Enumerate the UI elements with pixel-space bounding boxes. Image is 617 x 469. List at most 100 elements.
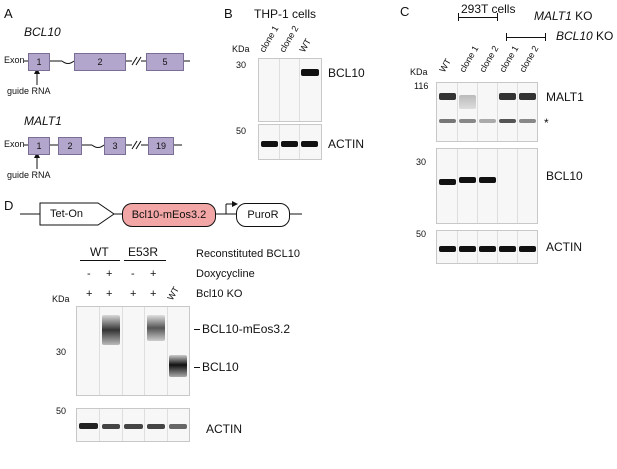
band-label-b-actin: ACTIN <box>328 137 364 151</box>
dox-sign-2: + <box>106 268 113 280</box>
construct-promoter: Tet-On <box>50 208 84 220</box>
band-label-d-fusion: BCL10-mEos3.2 <box>202 322 291 336</box>
band-c-bcl10-1 <box>439 179 456 185</box>
pointer-bcl10 <box>194 367 200 368</box>
blot-c-bottom <box>436 230 538 264</box>
panel-b-title: THP-1 cells <box>254 7 317 21</box>
band-c-bcl10-3 <box>479 177 496 183</box>
marker-30-d: 30 <box>56 347 67 357</box>
panel-c-title: 293T cells <box>461 2 516 16</box>
band-c-star-2 <box>459 119 476 123</box>
ko-sign-1: + <box>86 288 93 300</box>
band-d-actin-3 <box>124 424 143 429</box>
group-label-wt: WT <box>90 245 109 259</box>
group-underline-e53r <box>124 260 166 261</box>
kda-label-c: KDa <box>410 67 428 77</box>
guide-rna-label-bcl10: guide RNA <box>7 86 51 96</box>
group-label-e53r: E53R <box>128 245 159 259</box>
band-c-actin-5 <box>519 246 536 252</box>
pointer-fusion <box>194 329 200 330</box>
band-b-actin-3 <box>301 141 318 147</box>
blot-b-bottom <box>258 124 322 160</box>
dox-sign-1: - <box>87 268 91 280</box>
exon-label-bcl10: Exon <box>4 55 25 65</box>
exon-box-malt1-3: 3 <box>104 137 126 155</box>
group-underline-wt <box>80 260 120 261</box>
band-d-bcl10-wt <box>169 355 187 377</box>
dox-sign-3: - <box>131 268 135 280</box>
band-b-bcl10-wt <box>301 69 319 76</box>
ko-sign-2: + <box>106 288 113 300</box>
band-label-d-actin: ACTIN <box>206 422 242 436</box>
band-b-actin-1 <box>261 141 278 147</box>
blot-c-top <box>436 82 538 142</box>
ko-sign-4: + <box>150 288 157 300</box>
exon-box-bcl10-5: 5 <box>146 53 184 71</box>
band-label-c-bcl10: BCL10 <box>546 169 583 183</box>
construct-marker-box: PuroR <box>236 203 290 227</box>
panel-label-a: A <box>4 6 13 21</box>
band-c-star-4 <box>499 119 516 123</box>
exon-box-bcl10-2: 2 <box>74 53 126 71</box>
blot-b-top <box>258 58 322 122</box>
ko-label-malt1: MALT1 KO <box>534 9 593 23</box>
band-c-actin-1 <box>439 246 456 252</box>
exon-box-malt1-19: 19 <box>148 137 174 155</box>
kda-label-b: KDa <box>232 44 250 54</box>
band-label-d-bcl10: BCL10 <box>202 360 239 374</box>
band-c-star-3 <box>479 119 496 123</box>
bracket-malt1-right <box>497 13 498 21</box>
band-label-c-actin: ACTIN <box>546 240 582 254</box>
gene-name-malt1: MALT1 <box>24 114 62 128</box>
exon-box-bcl10-1: 1 <box>28 53 50 71</box>
exon-box-malt1-1: 1 <box>28 137 50 155</box>
panel-label-b: B <box>224 6 233 21</box>
bracket-malt1-ko <box>458 17 498 18</box>
band-label-c-star: * <box>544 116 549 130</box>
bracket-malt1-left <box>458 13 459 21</box>
ko-sign-3: + <box>130 288 137 300</box>
band-c-malt1-4 <box>499 93 516 100</box>
row-label-doxycycline: Doxycycline <box>196 268 255 280</box>
row-label-reconstituted: Reconstituted BCL10 <box>196 248 300 260</box>
band-c-malt1-2 <box>459 95 476 109</box>
marker-50-b: 50 <box>236 126 247 136</box>
dox-sign-4: + <box>150 268 157 280</box>
bracket-bcl10-left <box>506 33 507 41</box>
band-b-actin-2 <box>281 141 298 147</box>
marker-50-c: 50 <box>416 229 427 239</box>
kda-label-d: KDa <box>52 294 70 304</box>
band-c-actin-2 <box>459 246 476 252</box>
band-d-actin-5 <box>169 424 187 429</box>
construct-gene-box: Bcl10-mEos3.2 <box>122 203 216 227</box>
band-c-bcl10-2 <box>459 177 476 183</box>
band-c-malt1-5 <box>519 93 536 100</box>
exon-label-malt1: Exon <box>4 139 25 149</box>
band-c-malt1-1 <box>439 93 456 100</box>
guide-rna-label-malt1: guide RNA <box>7 170 51 180</box>
blot-d-top <box>76 306 190 396</box>
marker-30-b: 30 <box>236 60 247 70</box>
band-label-c-malt1: MALT1 <box>546 90 584 104</box>
band-c-actin-3 <box>479 246 496 252</box>
blot-c-middle <box>436 148 538 224</box>
row-label-bcl10-ko: Bcl10 KO <box>196 288 243 300</box>
band-d-fusion-4 <box>147 315 165 341</box>
band-d-fusion-2 <box>102 315 120 345</box>
band-c-star-1 <box>439 119 456 123</box>
exon-box-malt1-2: 2 <box>58 137 82 155</box>
bracket-bcl10-ko <box>506 37 546 38</box>
band-c-actin-4 <box>499 246 516 252</box>
band-label-b-bcl10: BCL10 <box>328 66 365 80</box>
marker-50-d: 50 <box>56 406 67 416</box>
band-d-actin-2 <box>102 424 120 429</box>
marker-30-c: 30 <box>416 157 427 167</box>
band-c-star-5 <box>519 119 536 123</box>
band-d-actin-1 <box>79 423 98 429</box>
marker-116-c: 116 <box>414 81 429 91</box>
band-d-actin-4 <box>147 424 165 429</box>
bracket-bcl10-right <box>545 33 546 41</box>
gene-name-bcl10: BCL10 <box>24 25 61 39</box>
blot-d-bottom <box>76 408 190 442</box>
